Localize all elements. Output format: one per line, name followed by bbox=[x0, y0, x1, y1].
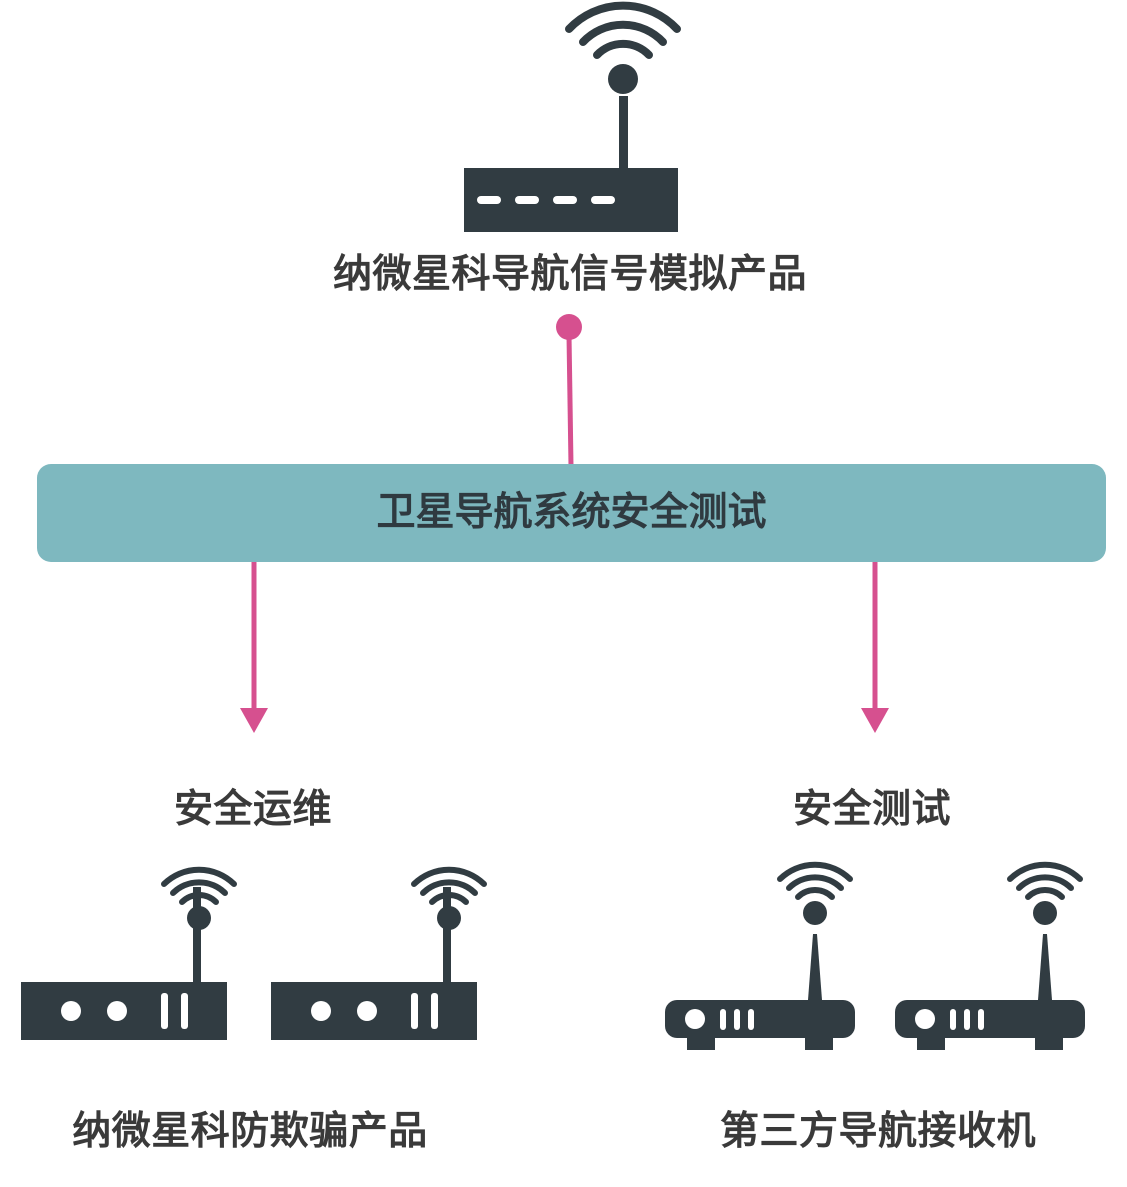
top-node-label: 纳微星科导航信号模拟产品 bbox=[332, 252, 807, 297]
top-connector bbox=[556, 314, 582, 467]
left-router-icon-2 bbox=[271, 870, 484, 1040]
right-modem-icon-2 bbox=[895, 865, 1085, 1050]
right-modem-icon-1 bbox=[665, 865, 855, 1050]
left-router-icon-1 bbox=[21, 870, 234, 1040]
center-band: 卫星导航系统安全测试 bbox=[37, 464, 1106, 562]
right-product-label: 第三方导航接收机 bbox=[719, 1109, 1036, 1154]
center-band-label: 卫星导航系统安全测试 bbox=[376, 490, 767, 535]
left-arrow bbox=[240, 562, 268, 733]
top-router-icon bbox=[464, 6, 678, 232]
left-product-label: 纳微星科防欺骗产品 bbox=[72, 1109, 428, 1154]
left-category-label: 安全运维 bbox=[173, 787, 332, 832]
right-arrow bbox=[861, 562, 889, 733]
right-category-label: 安全测试 bbox=[792, 787, 951, 832]
